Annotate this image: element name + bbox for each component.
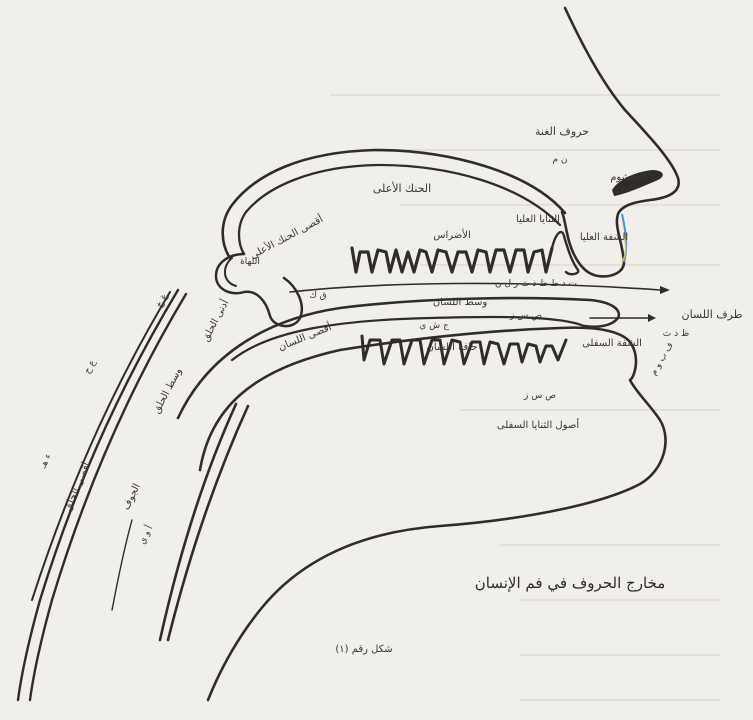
label-uvula: اللهاة [240, 257, 260, 267]
label-throat-letters-far2: أ و ي [136, 523, 155, 546]
label-letters-row: ت د ط ظ ذ ث ر ل ن [495, 279, 577, 289]
tongue-tip-arrowhead [648, 314, 656, 322]
label-letters-q-k: ق ك [309, 291, 326, 301]
lower-jaw-outline [200, 328, 666, 700]
label-soft-palate: أقصى الحنك الأعلى [248, 212, 326, 261]
airflow-arrow-line [290, 283, 660, 292]
label-alveolar: الأضراس [433, 228, 470, 241]
label-nasal-letters-marks: ن م [552, 155, 567, 165]
figure-caption: شكل رقم (١) [335, 644, 392, 655]
label-throat-far: أقصى الحلق [60, 460, 93, 513]
label-nose: الخيشوم [610, 172, 646, 183]
upper-teeth-row [352, 248, 552, 272]
label-throat-top: أدنى الحلق [198, 297, 231, 343]
airflow-arrowhead [660, 286, 670, 294]
label-letters-lips: ف ب و م [649, 341, 676, 377]
label-letters-j-sh-y: ج ش ي [419, 321, 449, 331]
label-lower-lip: الشفة السفلى [582, 338, 642, 349]
label-throat-letters-mid: ع ح [83, 358, 99, 376]
label-letters-s-z: ص س ز [509, 311, 542, 321]
label-tongue-tip: طرف اللسان [681, 308, 742, 321]
figure-title: مخارج الحروف في فم الإنسان [475, 574, 665, 592]
throat-front-wall-1 [160, 404, 236, 640]
pharynx-back-wall-2 [30, 294, 186, 700]
label-hard-palate: الحنك الأعلى [373, 181, 431, 195]
label-upper-incisors: الثنايا العليا [516, 214, 560, 225]
label-air: الجوف [121, 482, 143, 512]
label-nasal-letters: حروف الغنة [535, 125, 589, 138]
label-letters-s-z-lower: ص س ز [523, 391, 556, 401]
label-tongue-edge: حافة اللسان [427, 342, 478, 353]
label-upper-lip: الشفة العليا [580, 232, 628, 243]
label-throat-letters-far: ء هـ [38, 453, 53, 471]
label-letters-th: ظ ذ ث [663, 329, 690, 339]
label-tongue-middle: وسط اللسان [433, 297, 487, 308]
uvula-inner [225, 258, 236, 286]
label-throat-middle: وسط الحلق [151, 366, 184, 415]
larynx-line [112, 520, 132, 610]
label-lower-incisor-roots: أصول الثنايا السفلى [497, 418, 579, 431]
